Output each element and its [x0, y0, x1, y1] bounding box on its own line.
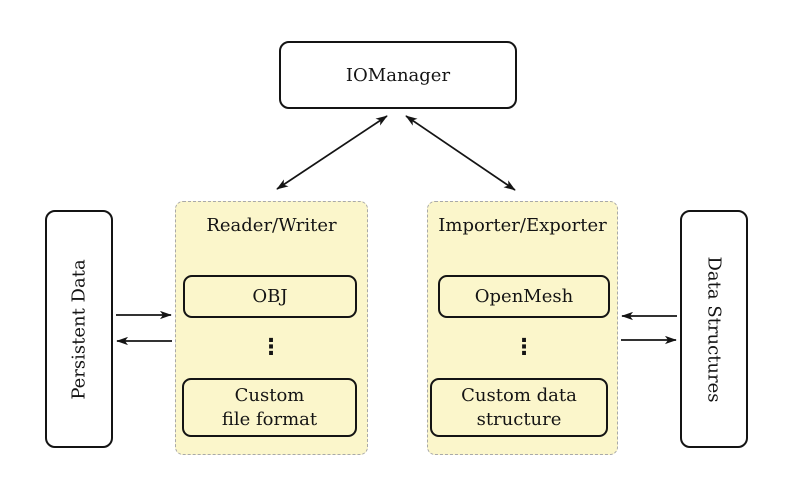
node-data-structures-label: Data Structures [703, 255, 725, 403]
node-custom-data-structure-line1: Custom data [461, 384, 577, 406]
node-custom-data-structure: Custom data structure [430, 378, 608, 437]
edge-iomanager-readerwriter [276, 115, 388, 190]
node-custom-file-format-line2: file format [221, 408, 318, 430]
panel-importer-exporter-title: Importer/Exporter [438, 215, 607, 236]
node-persistent-data-label: Persistent Data [68, 258, 90, 400]
vertical-ellipsis-left: ⋮ [260, 335, 282, 360]
node-obj-label: OBJ [252, 285, 288, 307]
node-custom-data-structure-line2: structure [476, 408, 562, 430]
node-obj: OBJ [183, 275, 357, 318]
vertical-ellipsis-right: ⋮ [513, 335, 535, 360]
node-persistent-data: Persistent Data [45, 210, 113, 448]
node-custom-file-format-line1: Custom [234, 384, 305, 406]
node-iomanager: IOManager [279, 41, 517, 109]
node-custom-file-format: Custom file format [182, 378, 357, 437]
node-iomanager-label: IOManager [345, 64, 451, 86]
panel-reader-writer-title: Reader/Writer [206, 215, 337, 236]
node-data-structures: Data Structures [680, 210, 748, 448]
node-openmesh: OpenMesh [438, 275, 610, 318]
node-openmesh-label: OpenMesh [474, 285, 574, 307]
edge-iomanager-importerexporter [405, 115, 516, 191]
